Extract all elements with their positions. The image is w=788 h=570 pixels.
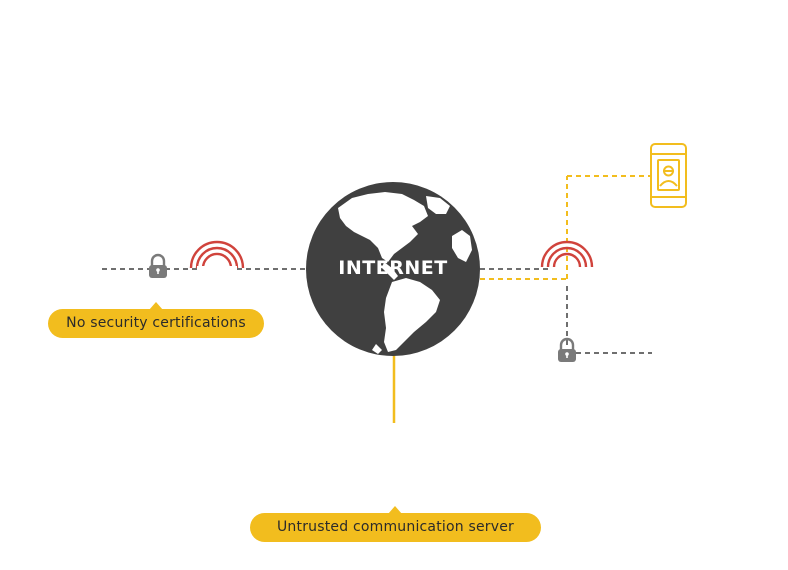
- padlock-icon: [558, 337, 576, 362]
- broadcast-signal-icon: [540, 240, 594, 268]
- internet-label: INTERNET: [338, 257, 448, 279]
- padlock-icon: [149, 253, 167, 278]
- smartphone-user-icon: [650, 143, 687, 208]
- broadcast-signal-icon: [189, 240, 245, 272]
- untrusted-server-callout: Untrusted communication server: [250, 506, 541, 542]
- globe-icon: [306, 182, 480, 356]
- no-security-certifications-callout: No security certifications: [48, 302, 264, 338]
